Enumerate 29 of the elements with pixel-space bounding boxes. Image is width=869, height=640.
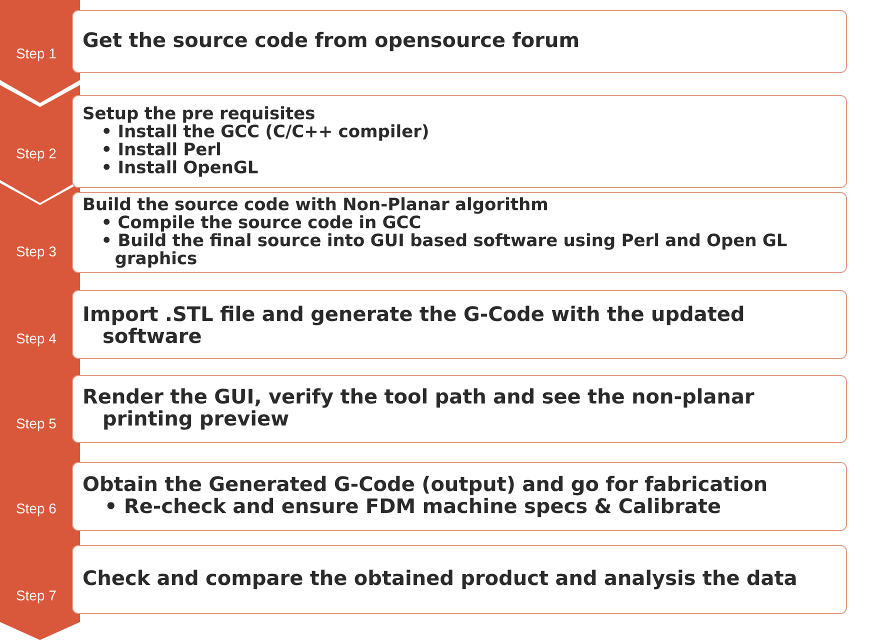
- heading-text: Get the source code from opensource forum: [84, 32, 578, 52]
- step-box: [72, 10, 847, 73]
- node-label: Step 3: [16, 246, 56, 260]
- heading-text: Build the source code with Non-Planar algorithm: [84, 197, 548, 214]
- step-box: [72, 290, 847, 359]
- heading-text: Check and compare the obtained product and analysis the data: [84, 570, 796, 590]
- step-tab: Step 7: [0, 527, 80, 640]
- bullet-item: • Install Perl: [104, 142, 220, 156]
- heading-text: Setup the pre requisites: [84, 106, 314, 123]
- bullet-item: • Install OpenGL: [104, 160, 258, 177]
- heading-text: Render the GUI, verify the tool path and see the non-planar printing preview: [84, 388, 754, 430]
- step-box: [72, 375, 847, 443]
- step-tab: Step 1: [0, 0, 80, 103]
- heading-text: Obtain the Generated G-Code (output) and go for fabrication: [84, 476, 766, 496]
- bullet-item: • Compile the source code in GCC: [104, 215, 420, 232]
- node-label: Step 1: [16, 48, 56, 62]
- bullet-item: • Install the GCC (C/C++ compiler): [104, 124, 428, 141]
- node-label: Step 5: [16, 418, 56, 432]
- step-box: [72, 192, 847, 273]
- node-label: Step 2: [16, 148, 56, 162]
- node-label: Step 6: [16, 504, 56, 516]
- node-label: Step 7: [16, 590, 56, 604]
- step-box: [72, 95, 847, 188]
- heading-text: Import .STL file and generate the G-Code with the updated software: [84, 306, 744, 344]
- bullet-item: • Re-check and ensure FDM machine specs & Calibrate: [107, 498, 720, 518]
- step-box: [72, 462, 847, 531]
- step-box: [72, 545, 847, 614]
- bullet-item: • Build the final source into GUI based software using Perl and Open GL graphics: [104, 233, 787, 268]
- node-label: Step 4: [16, 334, 56, 346]
